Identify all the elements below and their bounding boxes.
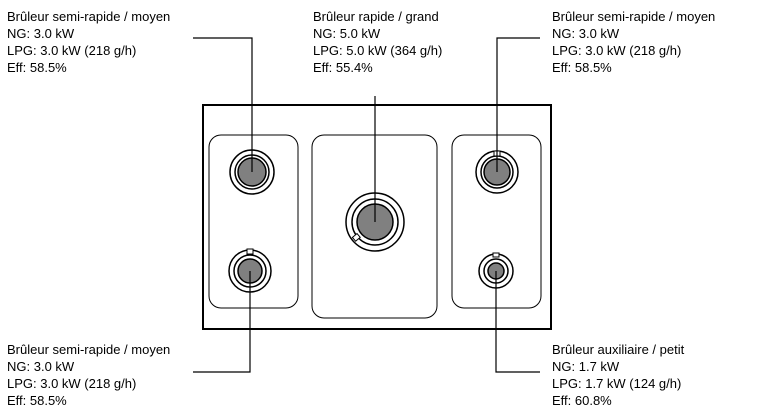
- burner-title: Brûleur semi-rapide / moyen: [552, 9, 716, 24]
- burner-ng: NG: 5.0 kW: [313, 26, 381, 41]
- leader-bottom-right: [495, 271, 540, 373]
- burner-eff: Eff: 60.8%: [552, 393, 612, 408]
- leader-top-left: [193, 37, 253, 172]
- burner-title: Brûleur semi-rapide / moyen: [7, 9, 171, 24]
- burner-lpg: LPG: 5.0 kW (364 g/h): [313, 43, 443, 58]
- burner-eff: Eff: 55.4%: [313, 60, 373, 75]
- label-bottom-right: Brûleur auxiliaire / petit NG: 1.7 kW LP…: [552, 341, 684, 409]
- label-center: Brûleur rapide / grand NG: 5.0 kW LPG: 5…: [313, 8, 442, 76]
- leader-top-right: [496, 37, 540, 172]
- label-top-left: Brûleur semi-rapide / moyen NG: 3.0 kW L…: [7, 8, 170, 76]
- burner-title: Brûleur semi-rapide / moyen: [7, 342, 171, 357]
- burner-title: Brûleur rapide / grand: [313, 9, 439, 24]
- burner-ng: NG: 1.7 kW: [552, 359, 620, 374]
- label-top-right: Brûleur semi-rapide / moyen NG: 3.0 kW L…: [552, 8, 715, 76]
- burner-lpg: LPG: 3.0 kW (218 g/h): [7, 376, 137, 391]
- burner-eff: Eff: 58.5%: [7, 393, 67, 408]
- burner-lpg: LPG: 3.0 kW (218 g/h): [552, 43, 682, 58]
- burner-eff: Eff: 58.5%: [552, 60, 612, 75]
- burner-bottom-left: [228, 248, 272, 293]
- burner-ng: NG: 3.0 kW: [7, 359, 75, 374]
- label-bottom-left: Brûleur semi-rapide / moyen NG: 3.0 kW L…: [7, 341, 170, 409]
- leader-bottom-left: [193, 271, 251, 373]
- burner-title: Brûleur auxiliaire / petit: [552, 342, 685, 357]
- burner-eff: Eff: 58.5%: [7, 60, 67, 75]
- burner-lpg: LPG: 1.7 kW (124 g/h): [552, 376, 682, 391]
- burner-ng: NG: 3.0 kW: [552, 26, 620, 41]
- burner-lpg: LPG: 3.0 kW (218 g/h): [7, 43, 137, 58]
- burner-ng: NG: 3.0 kW: [7, 26, 75, 41]
